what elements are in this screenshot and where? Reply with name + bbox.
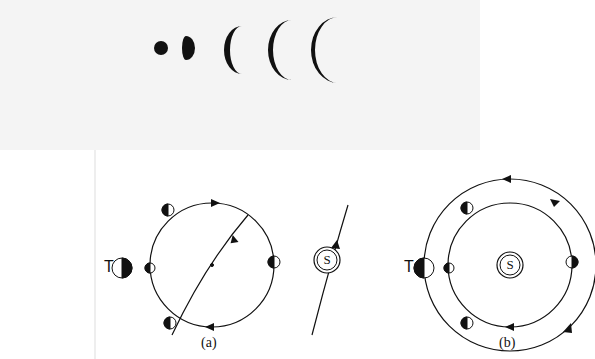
moon	[566, 256, 578, 268]
earth	[414, 258, 434, 278]
earth-dark	[122, 258, 132, 278]
moon-orbit	[150, 203, 274, 327]
orbit-center	[211, 264, 214, 267]
sun-label: S	[313, 246, 341, 274]
moon-dark	[164, 317, 170, 329]
moons-b	[414, 202, 578, 329]
earth-orbit	[424, 179, 595, 351]
arrowhead	[505, 323, 514, 331]
diagram-a	[150, 203, 348, 335]
moon	[444, 263, 454, 273]
phase-crescent	[311, 17, 338, 83]
arrowhead	[502, 175, 511, 183]
earth-orbit-arc	[312, 205, 348, 335]
moon-dark	[162, 204, 168, 216]
moon	[145, 263, 155, 273]
moon	[461, 202, 473, 214]
moon-dark	[268, 256, 274, 268]
moon-phases	[154, 17, 338, 83]
arrowhead	[211, 199, 220, 207]
panel-edge	[95, 150, 96, 359]
earth-orbit-arc	[172, 215, 248, 335]
phase-dot	[154, 41, 168, 55]
sun-label: S	[496, 251, 524, 279]
sun-circle: S	[313, 246, 341, 274]
sun-circle: S	[496, 251, 524, 279]
moon-dark	[444, 263, 449, 273]
sun-ring	[314, 247, 340, 273]
arrowhead	[550, 199, 560, 207]
moon	[162, 204, 174, 216]
earth-label: T	[404, 258, 414, 276]
top-panel	[0, 0, 480, 150]
moons-a	[112, 204, 280, 329]
panel-label: (b)	[499, 335, 515, 351]
earth	[112, 258, 132, 278]
phase-crescent	[268, 20, 292, 80]
earth-dark	[414, 258, 424, 278]
arrowhead	[227, 235, 238, 246]
moon	[268, 256, 280, 268]
moon-dark	[461, 317, 467, 329]
lower-panel	[95, 150, 595, 359]
earth-label: T	[104, 258, 114, 276]
diagram-b	[424, 179, 595, 351]
phase-crescent	[224, 26, 242, 74]
moon-orbit	[448, 203, 572, 327]
moon	[164, 317, 176, 329]
sun-ring	[497, 252, 523, 278]
moon-dark	[572, 256, 578, 268]
moon-dark	[145, 263, 150, 273]
phase-gibbous	[182, 36, 195, 60]
arrowhead	[563, 323, 572, 333]
arrowheads-a	[205, 199, 340, 331]
arrowhead	[205, 323, 214, 331]
moon	[461, 317, 473, 329]
panel-label: (a)	[201, 335, 217, 351]
moon-dark	[461, 202, 467, 214]
